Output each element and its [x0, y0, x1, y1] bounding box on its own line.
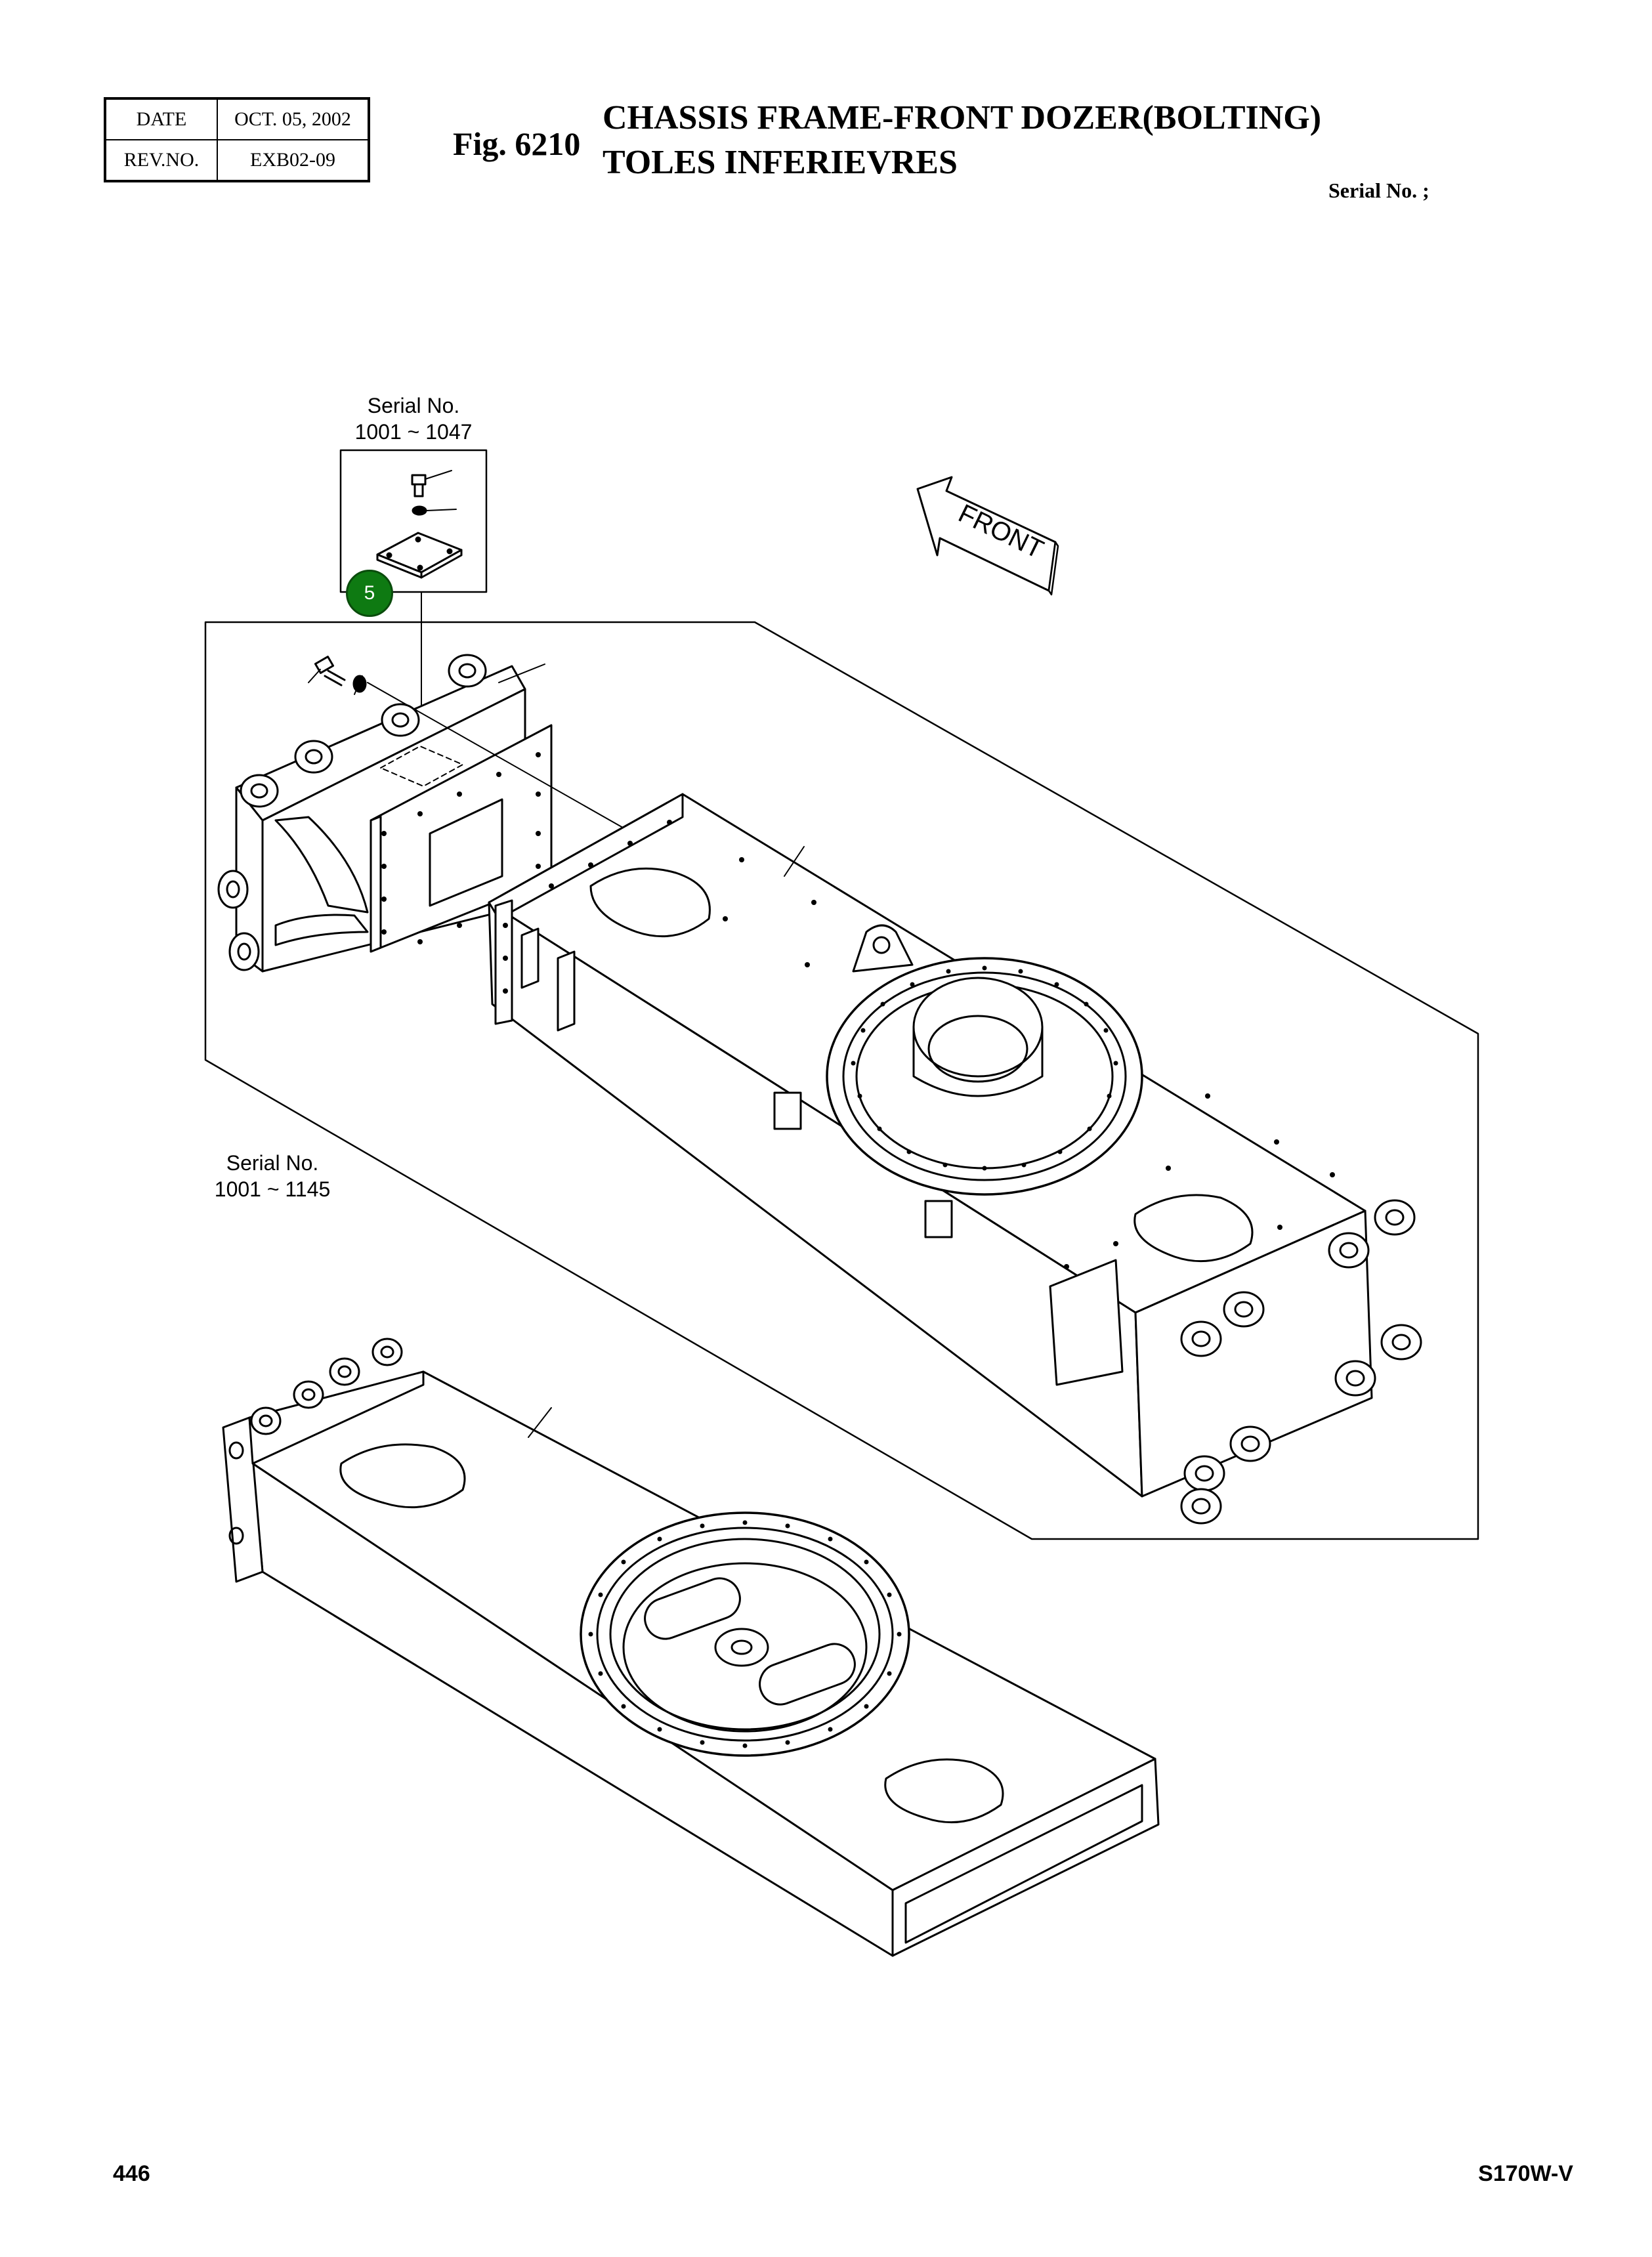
inset-cover-plate-group: [339, 449, 488, 742]
front-direction-arrow: [916, 476, 1059, 596]
figure-number: Fig. 6210: [453, 125, 581, 162]
lower-chassis-frame: [222, 1338, 1160, 1957]
figure-title-line1: CHASSIS FRAME-FRONT DOZER(BOLTING): [603, 99, 1322, 137]
part-callout-5[interactable]: 5: [346, 570, 393, 617]
model-number: S170W-V: [1478, 2161, 1573, 2186]
upper-chassis-frame: [488, 793, 1422, 1525]
revision-info-table: DATE OCT. 05, 2002 REV.NO. EXB02-09: [104, 97, 370, 182]
date-label: DATE: [104, 98, 218, 140]
front-bracket: [217, 654, 657, 973]
inset-serial-range: 1001 ~ 1047: [354, 420, 473, 444]
rev-label: REV.NO.: [104, 139, 218, 182]
inset-frame: [339, 449, 488, 593]
main-assembly-frame: [204, 621, 1479, 1540]
rev-value: EXB02-09: [217, 139, 370, 182]
main-serial-range: 1001 ~ 1145: [214, 1177, 331, 1201]
serial-number-header: Serial No. ;: [1328, 179, 1430, 202]
main-serial-label: Serial No.: [226, 1151, 319, 1175]
date-value: OCT. 05, 2002: [217, 98, 370, 140]
figure-title-line2: TOLES INFERIEVRES: [603, 144, 958, 181]
page-number: 446: [113, 2161, 150, 2186]
inset-serial-label: Serial No.: [367, 394, 460, 417]
